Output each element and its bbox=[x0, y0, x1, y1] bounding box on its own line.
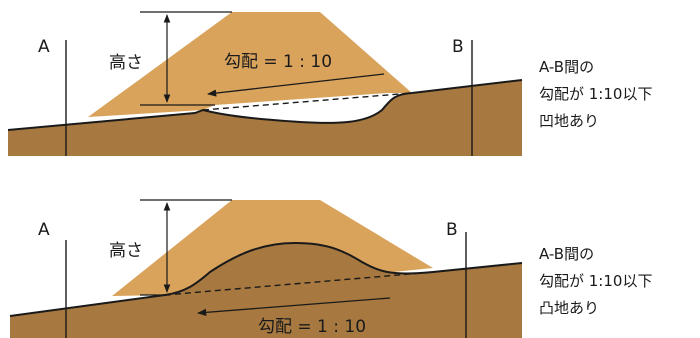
slope-label: 勾配 = 1 : 10 bbox=[224, 52, 332, 72]
slope-arrow-bottom bbox=[197, 297, 391, 316]
height-label: 高さ bbox=[109, 53, 143, 73]
slope-arrow bbox=[207, 73, 385, 97]
label-a-bottom: A bbox=[38, 220, 50, 240]
ground-surface-line-top bbox=[7, 79, 523, 131]
ground-bottom bbox=[10, 243, 522, 338]
slope-label-bottom: 勾配 = 1 : 10 bbox=[258, 317, 366, 337]
diagram-convex: A B 高さ 勾配 = 1 : 10 A-B間の 勾配が 1:10以下 凸地あり bbox=[9, 199, 652, 338]
diagram-concave: A B 高さ 勾配 = 1 : 10 A-B間の 勾配が 1:10以下 凹地あり bbox=[7, 11, 652, 156]
height-label-bottom: 高さ bbox=[109, 241, 143, 261]
label-b-bottom: B bbox=[446, 220, 458, 240]
ground-surface-line-bottom bbox=[9, 241, 523, 317]
label-a: A bbox=[38, 37, 50, 57]
side-text-line-1: A-B間の bbox=[539, 58, 594, 76]
side-text-line-2-bottom: 勾配が 1:10以下 bbox=[539, 272, 652, 290]
label-b: B bbox=[452, 37, 464, 57]
side-text-line-3: 凹地あり bbox=[539, 112, 599, 130]
slope-reference-dashed-bottom bbox=[164, 271, 434, 296]
side-text-line-1-bottom: A-B間の bbox=[539, 245, 594, 263]
side-text-line-3-bottom: 凸地あり bbox=[539, 299, 599, 317]
side-text-line-2: 勾配が 1:10以下 bbox=[539, 85, 652, 103]
slope-reference-dashed-top bbox=[202, 92, 413, 111]
